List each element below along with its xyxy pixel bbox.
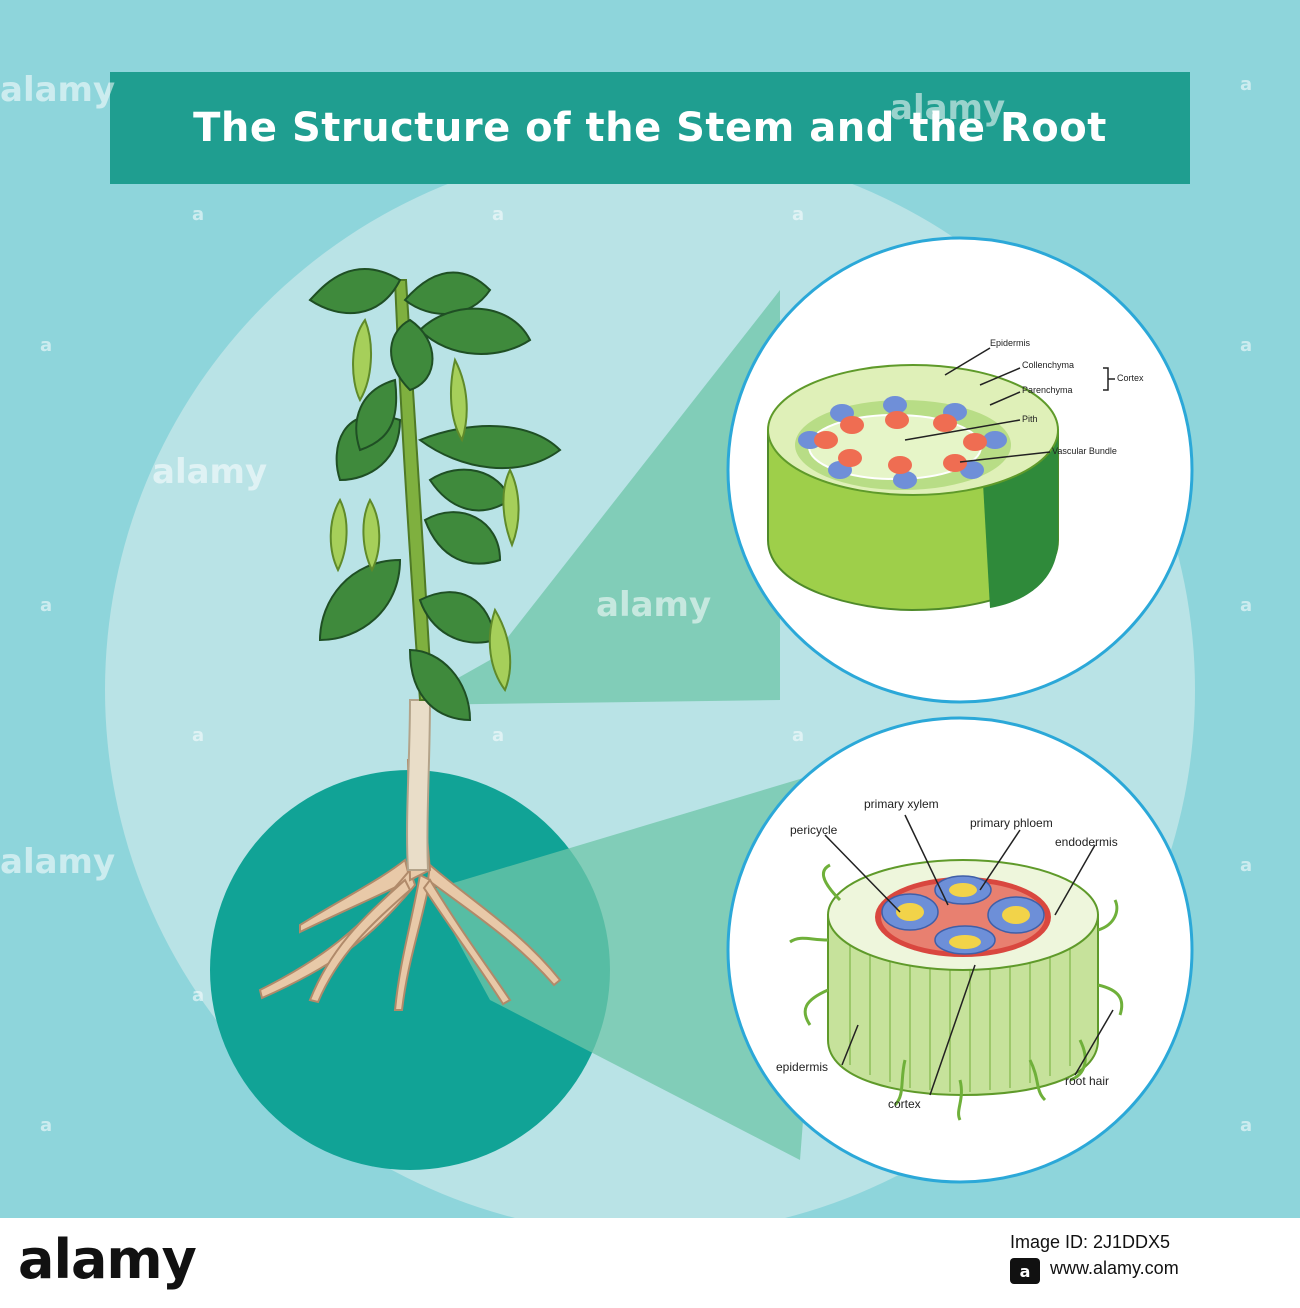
label-root-cortex: cortex (888, 1097, 921, 1111)
footer-logo: alamy (18, 1228, 197, 1291)
label-primary-phloem: primary phloem (970, 816, 1053, 830)
plant-roots (258, 759, 562, 1011)
plant-lower-stem (406, 699, 432, 871)
watermark-text: alamy (0, 70, 116, 110)
label-stem-cortex: Cortex (1117, 373, 1144, 383)
watermark-mark: a (1240, 855, 1253, 876)
diagram-canvas: The Structure of the Stem and the Root E… (0, 0, 1300, 1218)
label-stem-epidermis: Epidermis (990, 338, 1031, 348)
watermark-text: alamy (596, 585, 712, 625)
plant-leaves (308, 268, 562, 722)
page-title: The Structure of the Stem and the Root (193, 105, 1107, 151)
diagram-artwork (105, 145, 1195, 1218)
label-root-hair: root hair (1065, 1074, 1110, 1088)
label-pith: Pith (1022, 414, 1038, 424)
label-collenchyma: Collenchyma (1022, 360, 1075, 370)
watermark-mark: a (1240, 335, 1253, 356)
stock-footer: alamy Image ID: 2J1DDX5 a www.alamy.com (0, 1218, 1300, 1308)
footer-url[interactable]: www.alamy.com (1050, 1258, 1179, 1278)
footer-logo-icon: a (1010, 1258, 1040, 1284)
watermark-mark: a (492, 725, 505, 746)
label-parenchyma: Parenchyma (1022, 385, 1073, 395)
label-root-epidermis: epidermis (776, 1060, 829, 1074)
watermark-mark: a (792, 725, 805, 746)
stem-cross-section (767, 347, 1115, 612)
svg-text:a: a (1020, 1262, 1031, 1281)
watermark-mark: a (1240, 1115, 1253, 1136)
watermark-mark: a (192, 204, 205, 225)
label-vascular-bundle: Vascular Bundle (1052, 446, 1117, 456)
title-banner: The Structure of the Stem and the Root (110, 72, 1190, 184)
watermark-text: alamy (152, 452, 268, 492)
watermark-mark: a (192, 985, 205, 1006)
footer-image-id: Image ID: 2J1DDX5 (1010, 1232, 1171, 1252)
watermark-mark: a (192, 725, 205, 746)
watermark-mark: a (792, 204, 805, 225)
watermark-text: alamy (890, 88, 1006, 128)
label-endodermis: endodermis (1055, 835, 1118, 849)
watermark-mark: a (40, 595, 53, 616)
watermark-text: alamy (0, 842, 116, 882)
root-cross-section (789, 814, 1124, 1121)
label-pericycle: pericycle (790, 823, 838, 837)
watermark-mark: a (1240, 595, 1253, 616)
watermark-mark: a (1240, 74, 1253, 95)
label-primary-xylem: primary xylem (864, 797, 939, 811)
root-callout-wedge (430, 770, 830, 1160)
watermark-mark: a (492, 204, 505, 225)
stem-callout-wedge (410, 290, 780, 705)
watermark-mark: a (40, 335, 53, 356)
pea-pods (329, 317, 520, 693)
watermark-mark: a (40, 1115, 53, 1136)
